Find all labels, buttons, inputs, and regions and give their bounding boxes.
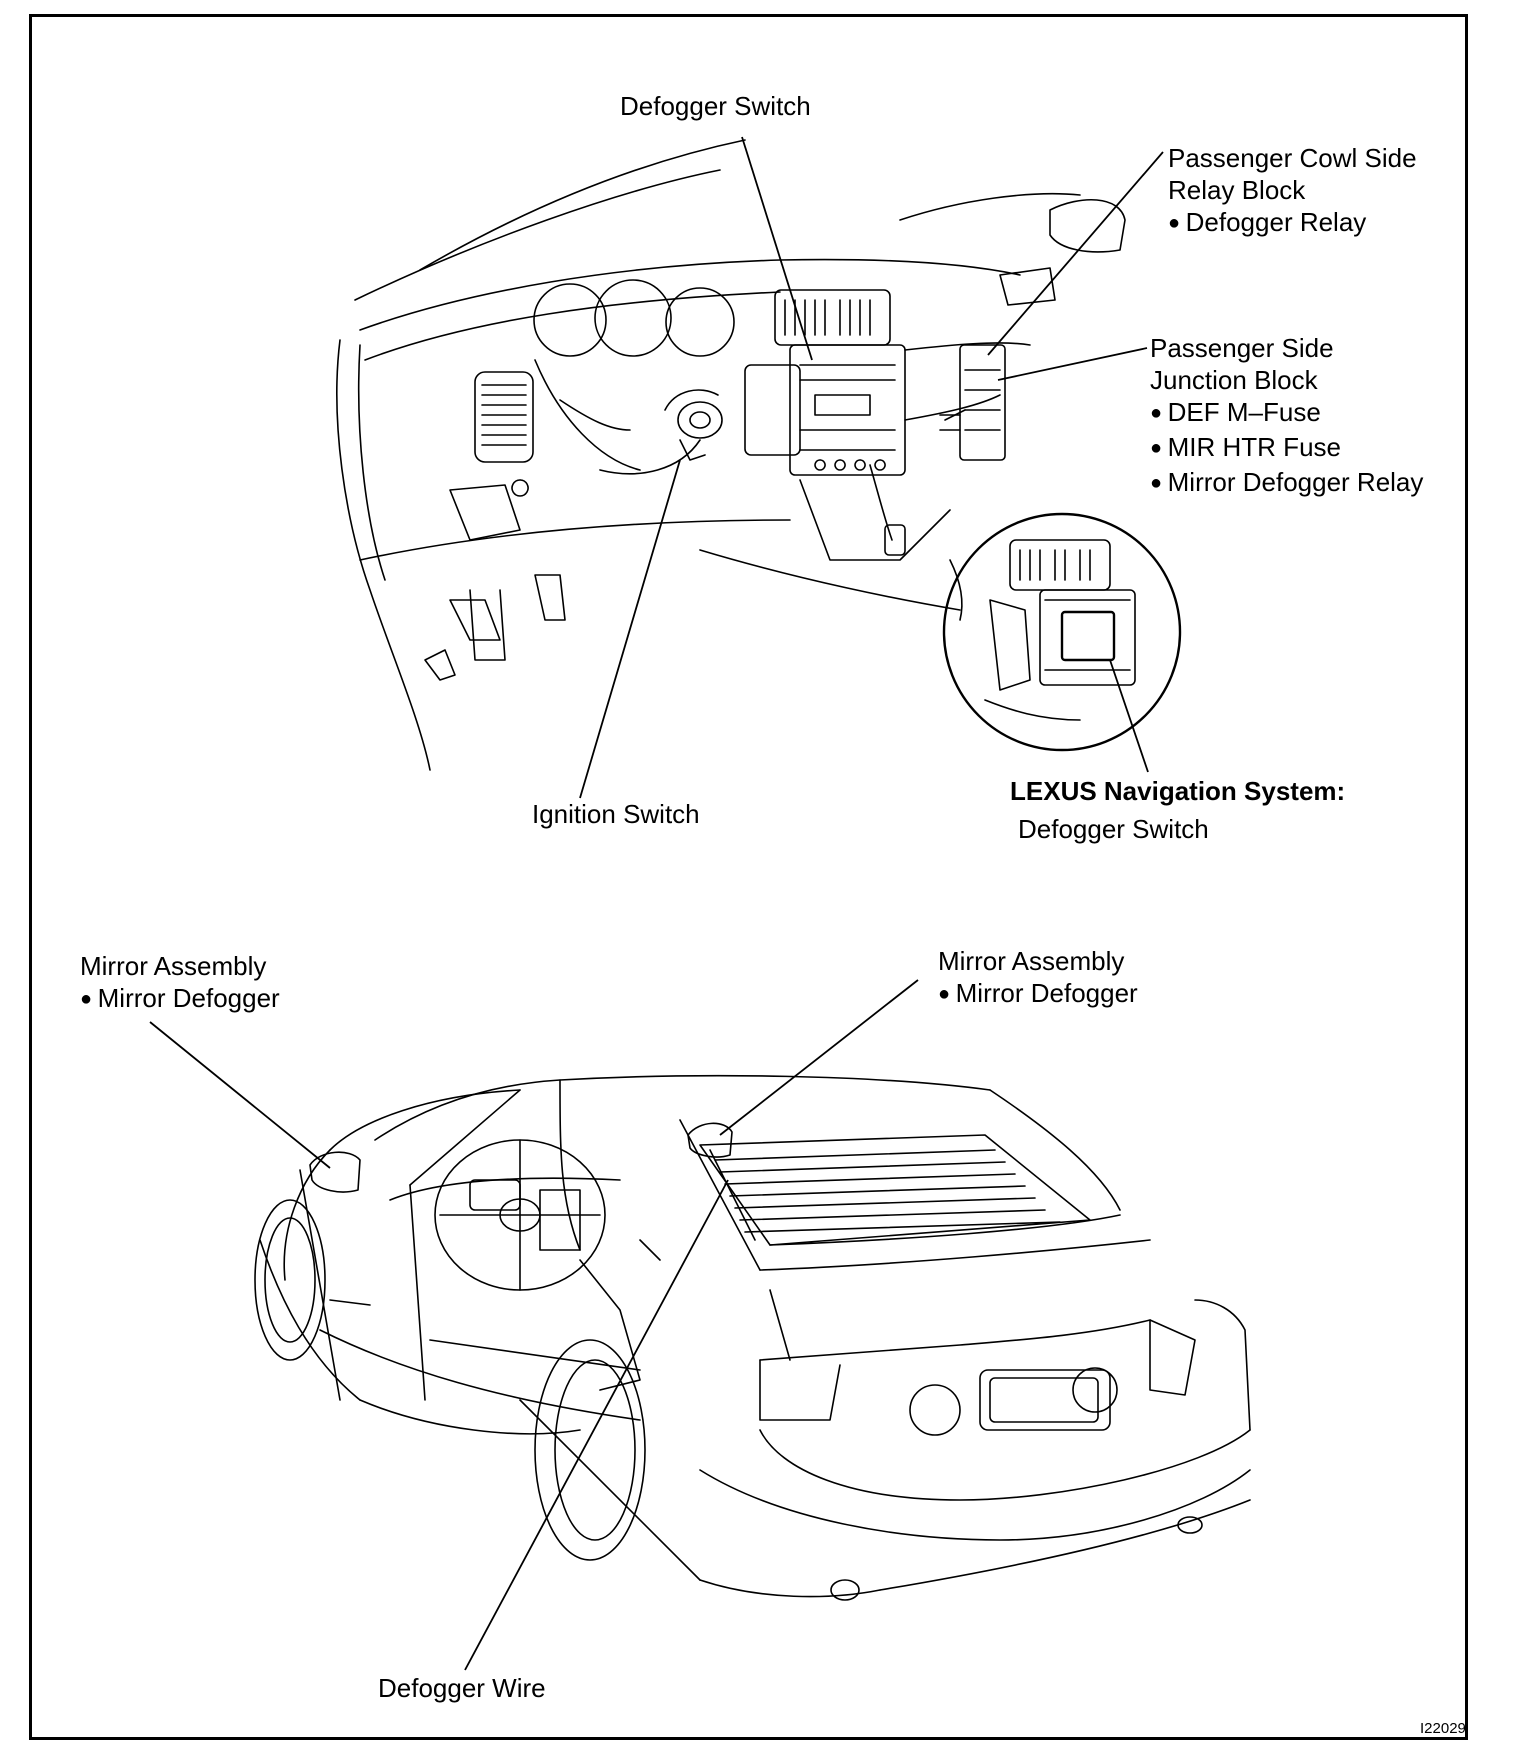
leader-cowl-relay bbox=[987, 151, 1164, 356]
leader-junction-block bbox=[997, 347, 1148, 381]
leader-mirror-right bbox=[719, 979, 919, 1136]
label-lexus-navigation: LEXUS Navigation System: Defogger Switch bbox=[1010, 776, 1346, 844]
label-defogger-wire: Defogger Wire bbox=[378, 1673, 546, 1703]
label-defogger-switch: Defogger Switch bbox=[620, 91, 811, 121]
diagram-frame bbox=[29, 14, 1468, 1740]
leader-defogger-switch bbox=[741, 136, 813, 361]
navigation-inset bbox=[942, 512, 1182, 752]
figure-id: I22029 bbox=[1420, 1720, 1466, 1737]
car-illustration bbox=[254, 1074, 1251, 1601]
label-ignition-switch: Ignition Switch bbox=[532, 799, 700, 829]
dashboard-illustration bbox=[336, 139, 1126, 771]
label-mirror-assembly-right: Mirror Assembly Mirror Defogger bbox=[938, 945, 1138, 1012]
label-passenger-cowl-relay-block: Passenger Cowl Side Relay Block Defogger… bbox=[1168, 142, 1417, 241]
leader-ignition-switch bbox=[579, 459, 681, 799]
leader-defogger-wire bbox=[464, 1179, 729, 1671]
label-passenger-junction-block: Passenger Side Junction Block DEF M–Fuse… bbox=[1150, 332, 1423, 501]
leader-mirror-left bbox=[149, 1021, 331, 1169]
label-mirror-assembly-left: Mirror Assembly Mirror Defogger bbox=[80, 950, 280, 1017]
leader-lines bbox=[149, 136, 1164, 1671]
leader-nav-switch bbox=[1109, 659, 1149, 773]
